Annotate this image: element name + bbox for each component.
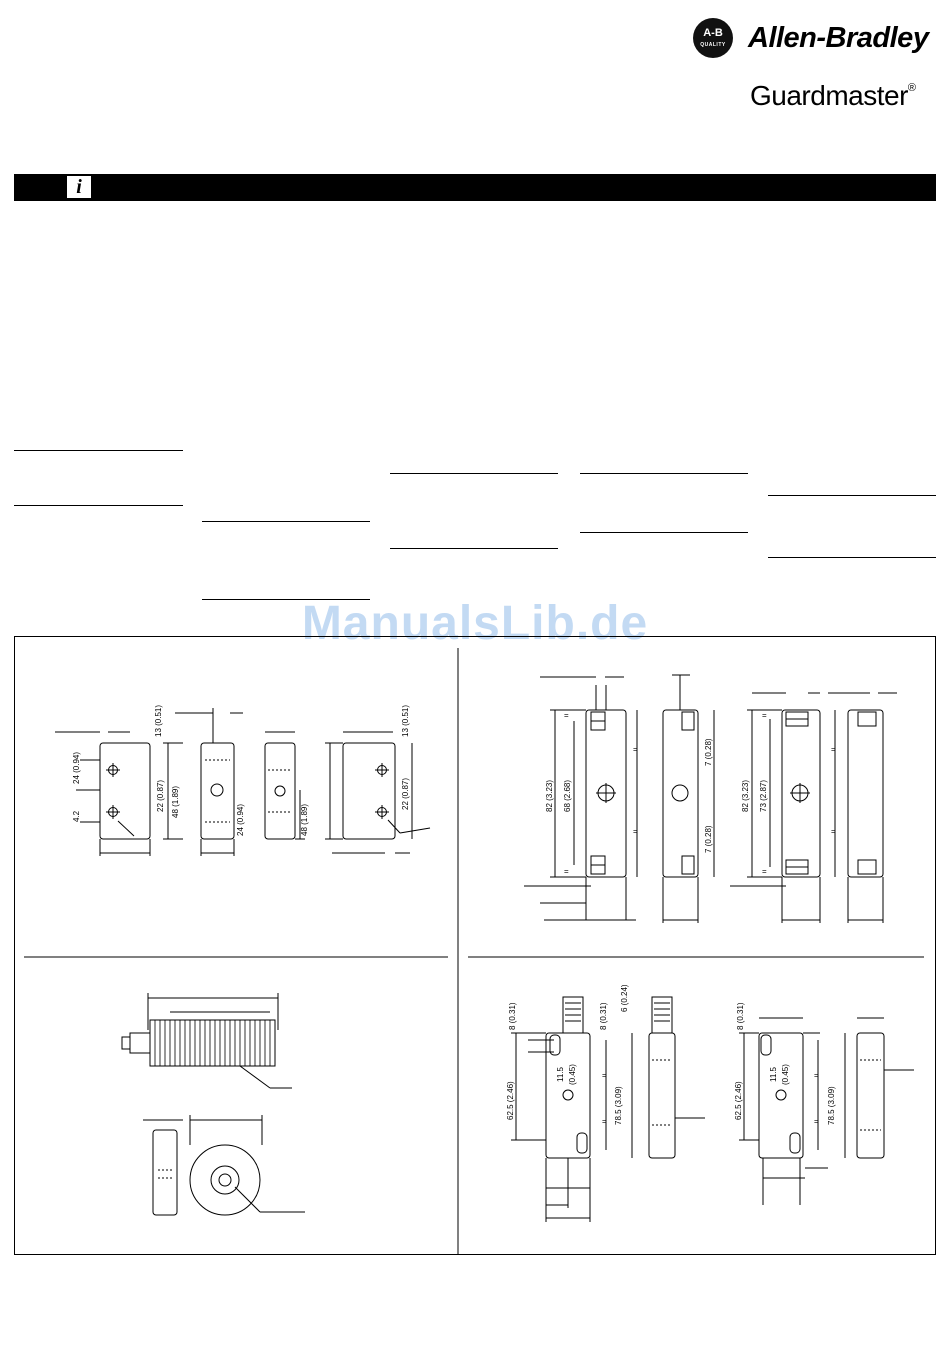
dim-label: 48 (1.89)	[171, 786, 180, 818]
sensor-end-view	[264, 742, 296, 840]
dim-label: 78.5 (3.09)	[827, 1086, 836, 1125]
logo-text: A-B	[703, 27, 723, 39]
dim-label: 11.5	[556, 1066, 565, 1082]
rule	[202, 521, 370, 522]
watermark: ManualsLib.de	[301, 597, 649, 650]
registered-mark: ®	[907, 82, 916, 94]
dim-label: 4.2	[72, 810, 81, 822]
rule	[14, 505, 183, 506]
dim-label: 68 (2.68)	[563, 780, 572, 812]
dim-label: 8 (0.31)	[736, 1002, 745, 1030]
rule	[580, 473, 748, 474]
dim-equal: =	[831, 745, 836, 754]
dim-equal: =	[633, 745, 638, 754]
dim-equal: =	[602, 1071, 607, 1080]
dim-equal: =	[762, 867, 767, 876]
company-name: Allen-Bradley	[748, 22, 929, 54]
actuator-front-view	[342, 742, 396, 840]
dimension-drawings-frame	[14, 636, 936, 1255]
dim-label: 82 (3.23)	[741, 780, 750, 812]
rule	[580, 532, 748, 533]
long-actuator-front	[781, 709, 821, 878]
dim-label: (0.45)	[568, 1064, 577, 1085]
dim-label: 6 (0.24)	[620, 984, 629, 1012]
info-icon: i	[66, 175, 92, 199]
dim-label: 62.5 (2.46)	[506, 1081, 515, 1120]
section-title-bar	[14, 174, 936, 201]
product-line-name: Guardmaster	[750, 80, 908, 111]
long-actuator-side	[847, 709, 884, 878]
sensor-front-view	[99, 742, 151, 840]
dim-label: 13 (0.51)	[401, 705, 410, 737]
allen-bradley-logo: A-B QUALITY	[693, 18, 733, 58]
cylindrical-sensor-side	[152, 1129, 178, 1216]
dim-equal: =	[564, 711, 569, 720]
connector-sensor-side	[648, 1032, 676, 1159]
dim-label: 73 (2.87)	[759, 780, 768, 812]
cylindrical-sensor-body	[149, 1019, 276, 1067]
connector-actuator-front	[758, 1032, 804, 1159]
dim-label: 48 (1.89)	[300, 804, 309, 836]
dim-label: 24 (0.94)	[236, 804, 245, 836]
dim-equal: =	[633, 827, 638, 836]
rule	[768, 495, 936, 496]
dim-label: 78.5 (3.09)	[614, 1086, 623, 1125]
dim-label: 11.5	[769, 1066, 778, 1082]
rule	[390, 548, 558, 549]
cylindrical-sensor-face	[189, 1144, 261, 1216]
dim-equal: =	[831, 827, 836, 836]
dim-label: 7 (0.28)	[704, 825, 713, 853]
dim-label: 82 (3.23)	[545, 780, 554, 812]
dim-label: 8 (0.31)	[599, 1002, 608, 1030]
rule	[390, 473, 558, 474]
rule	[768, 557, 936, 558]
product-line-logo: Guardmaster®	[750, 80, 916, 112]
dim-equal: =	[564, 867, 569, 876]
dim-equal: =	[762, 711, 767, 720]
dim-label: 22 (0.87)	[401, 778, 410, 810]
dim-equal: =	[814, 1117, 819, 1126]
dim-label: 13 (0.51)	[154, 705, 163, 737]
dim-label: 7 (0.28)	[704, 738, 713, 766]
rule	[14, 450, 183, 451]
dim-equal: =	[602, 1117, 607, 1126]
dim-label: 24 (0.94)	[72, 752, 81, 784]
dim-label: (0.45)	[781, 1064, 790, 1085]
logo-subtext: QUALITY	[700, 42, 726, 48]
dim-label: 8 (0.31)	[508, 1002, 517, 1030]
dim-equal: =	[814, 1071, 819, 1080]
rule	[202, 599, 370, 600]
dim-label: 62.5 (2.46)	[734, 1081, 743, 1120]
connector-actuator-side	[856, 1032, 885, 1159]
dim-label: 22 (0.87)	[156, 780, 165, 812]
sensor-side-view	[200, 742, 235, 840]
long-sensor-side	[662, 709, 699, 878]
